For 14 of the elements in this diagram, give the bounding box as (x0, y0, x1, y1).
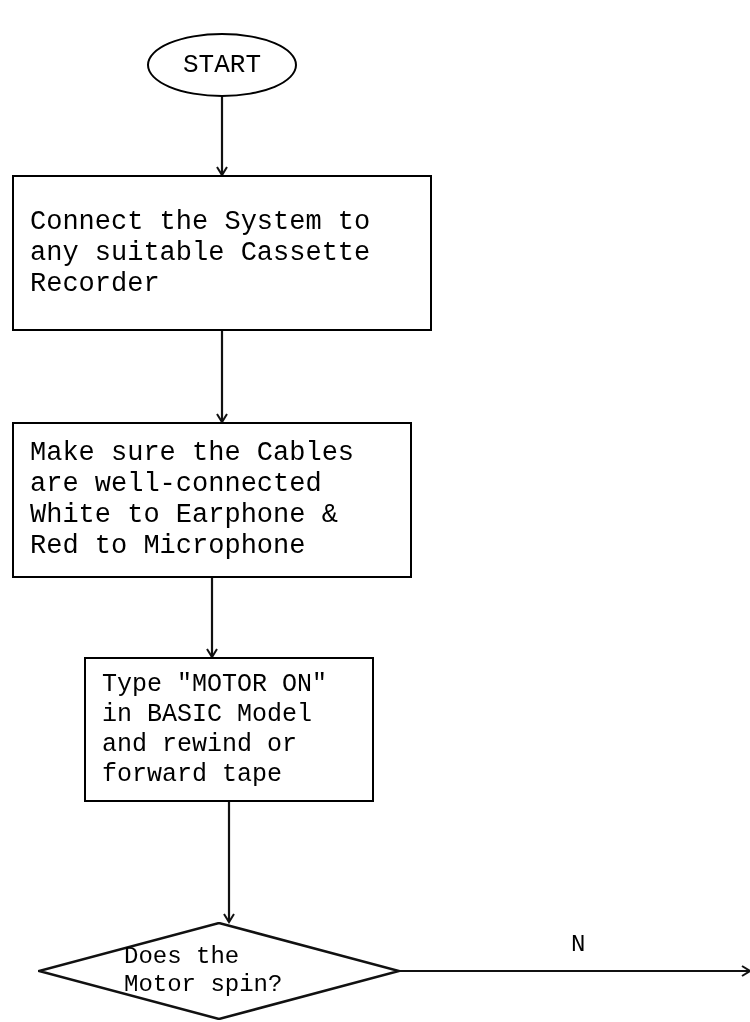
decision-question: Does the Motor spin? (124, 943, 284, 999)
process-box (12, 422, 412, 578)
arrow (216, 97, 228, 176)
arrow (206, 578, 218, 658)
arrow (400, 965, 750, 977)
step-text: Connect the System to any suitable Cassette Recorder (30, 206, 372, 300)
process-box (84, 657, 374, 802)
step-text: Type "MOTOR ON" in BASIC Model and rewind or forward tape (102, 669, 329, 790)
decision-diamond (38, 922, 400, 1020)
arrow (216, 331, 228, 423)
terminal-label: START (183, 50, 261, 80)
step-text: Make sure the Cables are well-connected White to Earphone & Red to Microphone (30, 438, 356, 562)
arrow (223, 802, 235, 923)
process-box (12, 175, 432, 331)
